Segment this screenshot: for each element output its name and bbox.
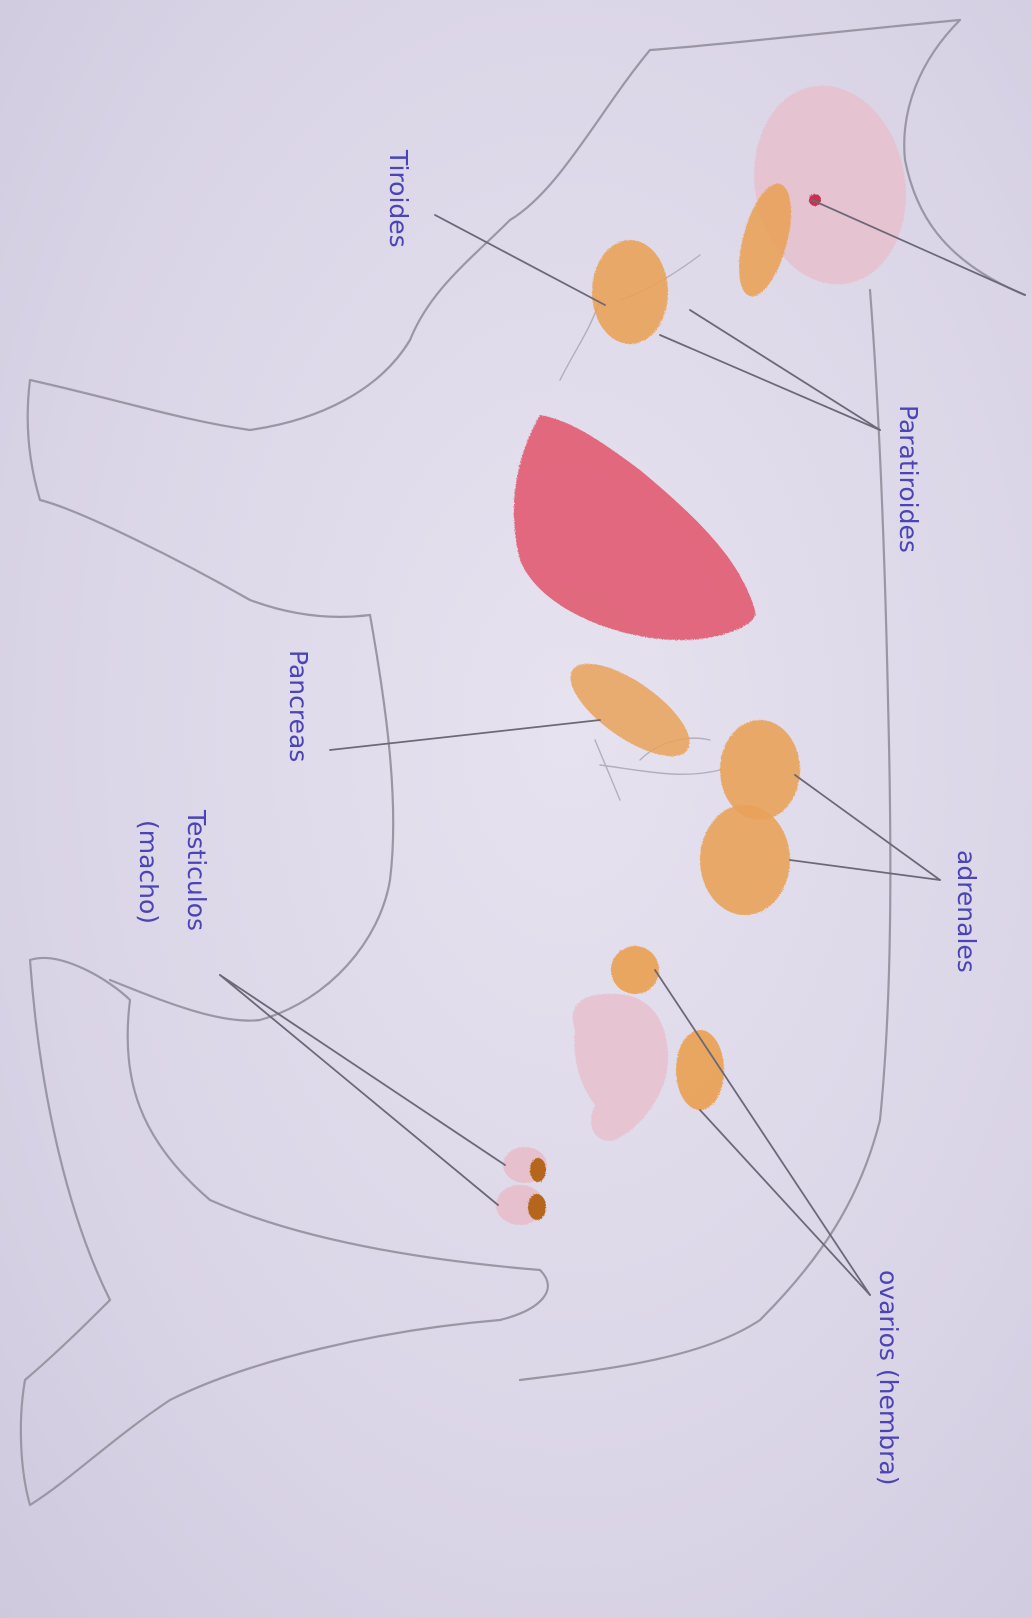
label-tiroides: Tiroides (384, 149, 413, 248)
ovary-left (611, 946, 659, 994)
leader-ovarios-b (700, 1110, 870, 1295)
leader-testiculos-a (220, 975, 505, 1165)
adrenal-gland-upper (720, 720, 800, 820)
label-testiculos-macho: (macho) (134, 820, 163, 924)
ovary-right (676, 1030, 724, 1110)
thyroid-gland (592, 240, 668, 344)
front-leg-outline (28, 340, 410, 617)
head-outline (410, 20, 1025, 340)
testis-lower-tip (528, 1194, 546, 1220)
label-paratiroides: Paratiroides (894, 405, 923, 553)
testis-upper-tip (530, 1158, 546, 1182)
pancreas-organ (557, 647, 704, 773)
heart-organ (514, 415, 756, 640)
label-ovarios: ovarios (hembra) (874, 1270, 903, 1485)
leader-paratiroides-b (690, 310, 880, 430)
label-pancreas: Pancreas (284, 650, 313, 762)
leader-paratiroides-a (660, 335, 880, 430)
belly-outline (110, 615, 393, 1021)
hind-leg-outline (21, 958, 548, 1505)
pituitary-dot (809, 194, 821, 206)
leader-tiroides (435, 215, 605, 305)
leader-pancreas (330, 720, 600, 750)
bladder-organ (573, 994, 668, 1141)
adrenal-gland-lower (700, 805, 790, 915)
leader-testiculos-b (220, 975, 498, 1205)
leader-ovarios-a (655, 970, 870, 1295)
label-testiculos: Testiculos (182, 809, 211, 931)
label-adrenales: adrenales (952, 850, 981, 973)
